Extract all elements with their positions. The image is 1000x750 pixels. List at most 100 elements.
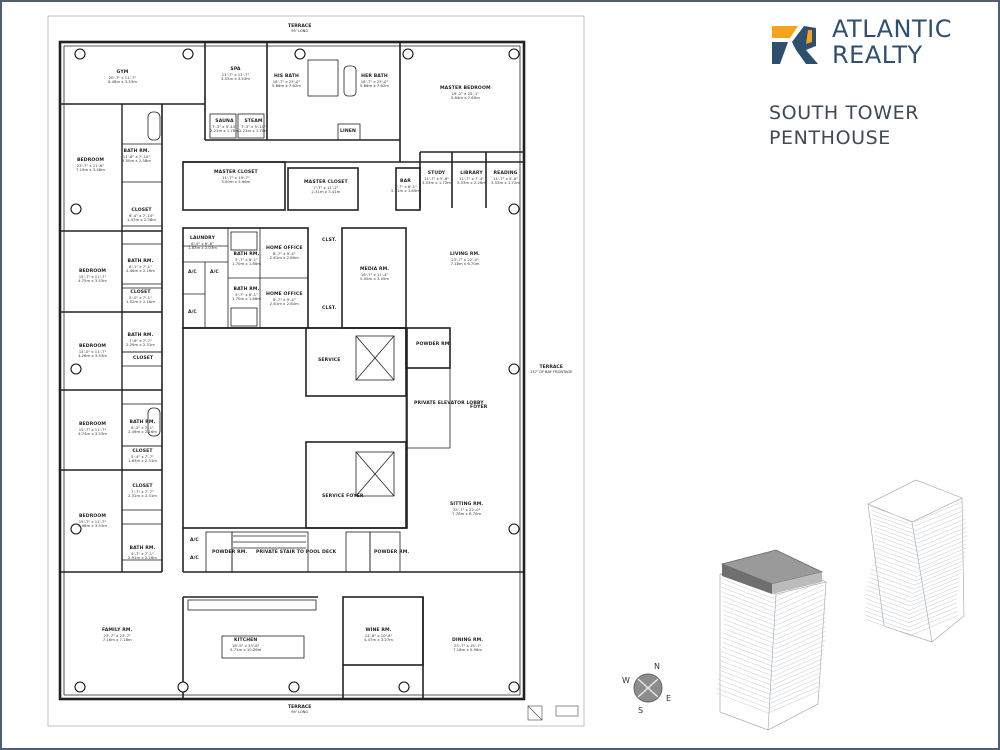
- floor-plate-line: [716, 686, 820, 709]
- floor-plate-line: [874, 522, 967, 544]
- room-clst-2: CLST.: [322, 306, 337, 311]
- room-ac-2: A/C: [210, 270, 219, 275]
- room-clst-1: CLST.: [322, 238, 337, 243]
- room-closet-3: CLOSET: [133, 356, 154, 361]
- floor-plate-line: [723, 630, 826, 654]
- floor-plate-line: [869, 501, 963, 523]
- floor-plate-line: [871, 560, 964, 582]
- floor-plate-line: [723, 621, 827, 645]
- floor-plate-line: [865, 589, 958, 611]
- room-private-stair: PRIVATE STAIR TO POOL DECK: [256, 550, 337, 555]
- room-family: FAMILY RM.23'-7" x 23'-7"7.18m x 7.18m: [102, 628, 133, 643]
- floor-plate-line: [872, 556, 965, 577]
- compass-s: S: [638, 706, 644, 715]
- floor-plate-line: [865, 594, 958, 615]
- floor-plate-line: [866, 585, 959, 607]
- floor-plate-line: [865, 606, 958, 628]
- floor-plate-line: [722, 594, 825, 617]
- ar-logo-icon: [772, 26, 818, 64]
- room-ac-3: A/C: [188, 310, 197, 315]
- floor-plate-line: [720, 580, 823, 603]
- floor-plate-line: [873, 547, 967, 569]
- room-ac-1: A/C: [188, 270, 197, 275]
- floor-plate-line: [870, 505, 964, 527]
- floor-plate-line: [865, 610, 958, 632]
- compass-w: W: [622, 676, 630, 685]
- room-bath-office-2: BATH RM.5'-7" x 6'-1"1.70m x 1.86m: [232, 287, 261, 302]
- room-service: SERVICE: [318, 358, 341, 363]
- room-dining: DINING RM.23'-7" x 19'-7"7.18m x 5.96m: [452, 638, 484, 653]
- floor-plate-line: [874, 531, 968, 552]
- building-tower-icon: [864, 479, 968, 643]
- floor-plate-line: [723, 612, 826, 636]
- floor-plate-line: [722, 640, 825, 663]
- floor-plate-line: [721, 649, 824, 672]
- floor-plate-line: [721, 584, 824, 608]
- floor-plate-line: [869, 568, 962, 590]
- floor-plate-line: [716, 690, 819, 714]
- room-powder-3: POWDER RM.: [374, 550, 410, 555]
- floor-plate-line: [722, 598, 826, 622]
- room-bath-office-1: BATH RM.5'-7" x 6'-1"1.70m x 1.86m: [232, 252, 261, 267]
- tower-title: SOUTH TOWER PENTHOUSE: [769, 102, 920, 149]
- room-bath-5: BATH RM.9'-7" x 7'-1"2.91m x 2.16m: [128, 546, 157, 561]
- floor-plate-line: [874, 535, 968, 556]
- room-powder-1: POWDER RM.: [416, 342, 452, 347]
- compass-rose: N E S W: [618, 660, 680, 716]
- floor-plate-line: [866, 615, 959, 636]
- floor-plate-line: [723, 626, 826, 649]
- floor-plate-line: [873, 552, 966, 573]
- room-bath-2: BATH RM.8'-1" x 7'-1"2.46m x 2.16m: [126, 259, 155, 274]
- room-powder-2: POWDER RM.: [212, 550, 248, 555]
- floor-plate-line: [868, 573, 961, 594]
- room-private-elevator-lobby: PRIVATE ELEVATOR LOBBY: [414, 401, 484, 406]
- room-foyer: FOYER: [470, 405, 488, 410]
- floor-plate-line: [874, 539, 967, 561]
- room-living: LIVING RM.23'-7" x 22'-0"7.18m x 6.70m: [450, 252, 480, 267]
- floor-plate-line: [720, 658, 823, 682]
- floor-plate-line: [723, 617, 827, 640]
- floor-plate-line: [872, 514, 965, 535]
- floor-plate-line: [867, 577, 960, 598]
- floor-plate-line: [722, 644, 825, 668]
- brand-name: ATLANTIC REALTY: [832, 15, 953, 69]
- floor-plate-line: [874, 543, 967, 565]
- room-bath-1: BATH RM.11'-6" x 7'-10"3.50m x 2.38m: [122, 149, 151, 164]
- floor-plate-line: [866, 581, 960, 603]
- floor-plate-line: [723, 603, 826, 626]
- floor-plate-line: [871, 510, 965, 531]
- room-bath-4: BATH RM.8'-2" x 7'-1"2.49m x 2.16m: [128, 420, 157, 435]
- room-media: MEDIA RM.16'-7" x 11'-4"5.05m x 3.45m: [360, 267, 390, 282]
- floor-plate-line: [874, 526, 967, 548]
- room-ac-4: A/C: [190, 538, 199, 543]
- floor-plate-line: [870, 564, 963, 586]
